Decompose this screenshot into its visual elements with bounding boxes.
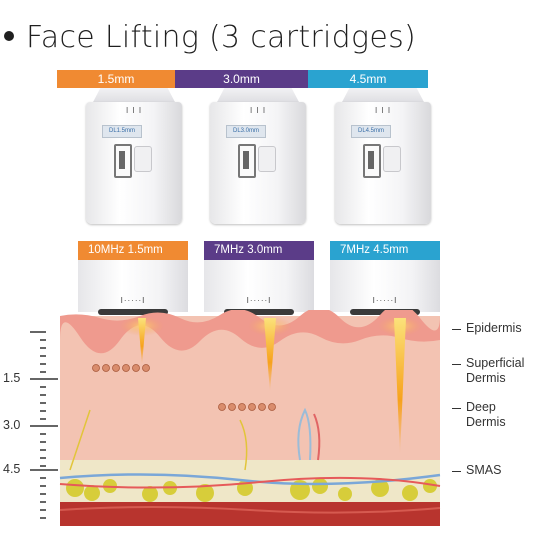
cartridge-label: DL1.5mm (102, 125, 142, 138)
layer-label-deep-dermis: Deep Dermis (466, 400, 506, 429)
coagulation-points-1 (92, 364, 150, 372)
layer-dash (452, 329, 461, 330)
bullet-icon (4, 30, 14, 41)
depth-bar-2: 3.0mm (175, 70, 308, 88)
depth-ruler (30, 331, 58, 519)
layer-dash (452, 364, 461, 365)
depth-bar-label: 3.0mm (223, 72, 260, 86)
cartridge-label: DL3.0mm (226, 125, 266, 138)
depth-bar-label: 4.5mm (349, 72, 387, 86)
cartridge-slot-icon (114, 144, 132, 178)
depth-bar-1: 1.5mm (57, 70, 175, 88)
cartridge-ticks: I I I (125, 106, 143, 115)
cartridge-slot-icon (363, 144, 381, 178)
head-label: 7MHz 4.5mm (340, 244, 409, 256)
layer-dash (452, 471, 461, 472)
title-text: Face Lifting (3 cartridges) (26, 20, 417, 55)
head-bar-3: 7MHz 4.5mm (330, 241, 440, 260)
depth-bar-label: 1.5mm (97, 72, 135, 86)
page-title: Face Lifting (3 cartridges) (4, 20, 416, 55)
cartridge-2: I I I DL3.0mm (208, 88, 308, 224)
muscle-layer (60, 502, 440, 526)
head-bar-2: 7MHz 3.0mm (204, 241, 314, 260)
head-label: 7MHz 3.0mm (214, 244, 283, 256)
layer-label-epidermis: Epidermis (466, 321, 522, 335)
cartridge-ticks: I I I (374, 106, 392, 115)
head-bar-1: 10MHz 1.5mm (78, 241, 188, 260)
cartridge-label: DL4.5mm (351, 125, 391, 138)
depth-label-1.5: 1.5 (3, 371, 21, 385)
head-label: 10MHz 1.5mm (88, 244, 163, 256)
skin-cross-section (30, 310, 441, 526)
cartridge-1: I I I DL1.5mm (84, 88, 184, 224)
cartridge-slot-icon (238, 144, 256, 178)
beam-3 (394, 318, 406, 455)
cartridge-notch-icon (258, 146, 276, 172)
layer-label-smas: SMAS (466, 463, 502, 477)
coagulation-points-2 (218, 403, 276, 411)
beam-1 (138, 318, 146, 365)
head-dots: I·····I (246, 296, 272, 305)
layer-dash (452, 408, 461, 409)
depth-label-3.0: 3.0 (3, 418, 21, 432)
cartridge-notch-icon (383, 146, 401, 172)
head-dots: I·····I (120, 296, 146, 305)
transducer-head-1: I·····I (78, 260, 188, 315)
head-dots: I·····I (372, 296, 398, 305)
transducer-head-3: I·····I (330, 260, 440, 315)
depth-bar-3: 4.5mm (308, 70, 428, 88)
depth-label-4.5: 4.5 (3, 462, 21, 476)
cartridge-notch-icon (134, 146, 152, 172)
beam-2 (264, 318, 276, 392)
cartridge-ticks: I I I (249, 106, 267, 115)
transducer-head-2: I·····I (204, 260, 314, 315)
layer-label-superficial-dermis: Superficial Dermis (466, 356, 525, 385)
cartridge-3: I I I DL4.5mm (333, 88, 433, 224)
